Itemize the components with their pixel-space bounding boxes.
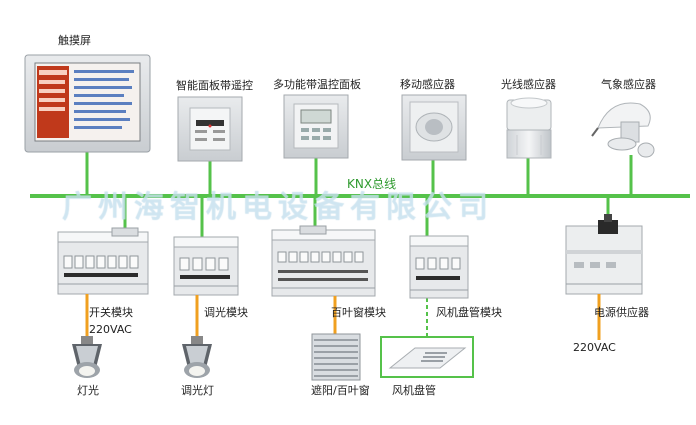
power-voltage-label: 220VAC <box>573 341 616 354</box>
switch-module-label: 开关模块 <box>89 306 133 319</box>
smart-panel-device <box>177 96 243 162</box>
light-sensor-device <box>506 97 552 159</box>
touch-screen-label: 触摸屏 <box>58 34 91 47</box>
blinds-label: 遮阳/百叶窗 <box>311 384 370 397</box>
dimmer-module-label: 调光模块 <box>204 306 248 319</box>
weather-sensor-label: 气象感应器 <box>601 78 656 91</box>
sensor-connectors <box>85 152 633 196</box>
blind-module-device <box>271 225 376 297</box>
fan-coil-module-label: 风机盘管模块 <box>436 306 502 319</box>
motion-sensor-label: 移动感应器 <box>400 78 455 91</box>
actuator-connectors <box>123 196 610 237</box>
power-supply-device <box>565 214 643 295</box>
lamp-label: 灯光 <box>77 384 99 397</box>
multi-panel-label: 多功能带温控面板 <box>273 78 361 91</box>
power-supply-label: 电源供应器 <box>594 306 649 319</box>
blind-module-label: 百叶窗模块 <box>331 306 386 319</box>
touch-screen-device <box>24 54 151 153</box>
weather-sensor-device <box>591 102 655 158</box>
fan-coil-module-device <box>409 235 469 299</box>
dimmer-module-device <box>173 236 239 296</box>
fan-coil-icon <box>380 336 474 378</box>
light-sensor-label: 光线感应器 <box>501 78 556 91</box>
blinds-icon <box>311 333 361 381</box>
knx-bus-label: KNX总线 <box>347 177 397 191</box>
motion-sensor-device <box>401 94 467 161</box>
dimmable-lamp-icon <box>182 336 212 378</box>
lamp-icon <box>72 336 102 378</box>
switch-module-device <box>57 227 149 295</box>
switch-voltage-label: 220VAC <box>89 323 132 336</box>
load-lines <box>85 294 601 340</box>
smart-panel-label: 智能面板带遥控 <box>176 79 253 92</box>
fan-coil-label: 风机盘管 <box>392 384 436 397</box>
dimmable-lamp-label: 调光灯 <box>181 384 214 397</box>
multi-panel-device <box>283 94 349 159</box>
